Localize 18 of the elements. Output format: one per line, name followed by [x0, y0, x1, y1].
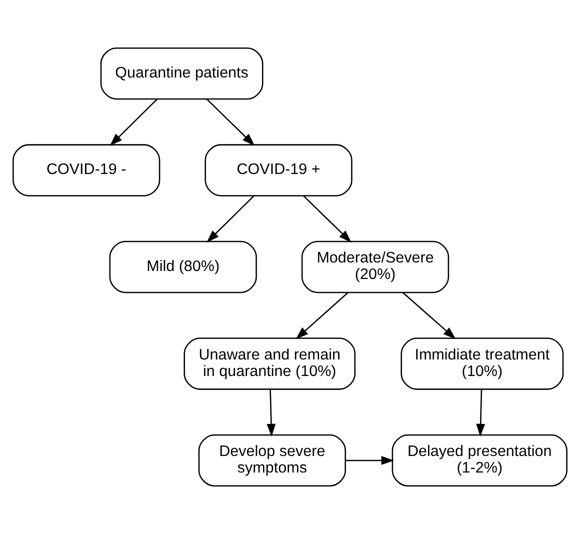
node-box: Quarantine patients: [100, 47, 264, 100]
node-box: COVID-19 +: [204, 144, 352, 196]
arrow: [346, 456, 394, 465]
arrow: [296, 292, 348, 340]
arrow: [303, 195, 352, 243]
node-box: Develop severe symptoms: [198, 434, 346, 487]
node-box: Immidiate treatment (10%): [400, 338, 564, 390]
arrow: [476, 389, 486, 437]
arrow: [206, 98, 255, 146]
node-box: Mild (80%): [109, 240, 257, 294]
node-box: Moderate/Severe (20%): [301, 240, 450, 294]
arrow: [110, 98, 158, 146]
arrow: [402, 292, 456, 340]
arrow: [266, 389, 276, 437]
node-box: COVID-19 -: [12, 144, 160, 196]
arrow: [206, 195, 254, 243]
node-box: Unaware and remain in quarantine (10%): [184, 338, 356, 390]
node-box: Delayed presentation (1-2%): [392, 434, 568, 487]
